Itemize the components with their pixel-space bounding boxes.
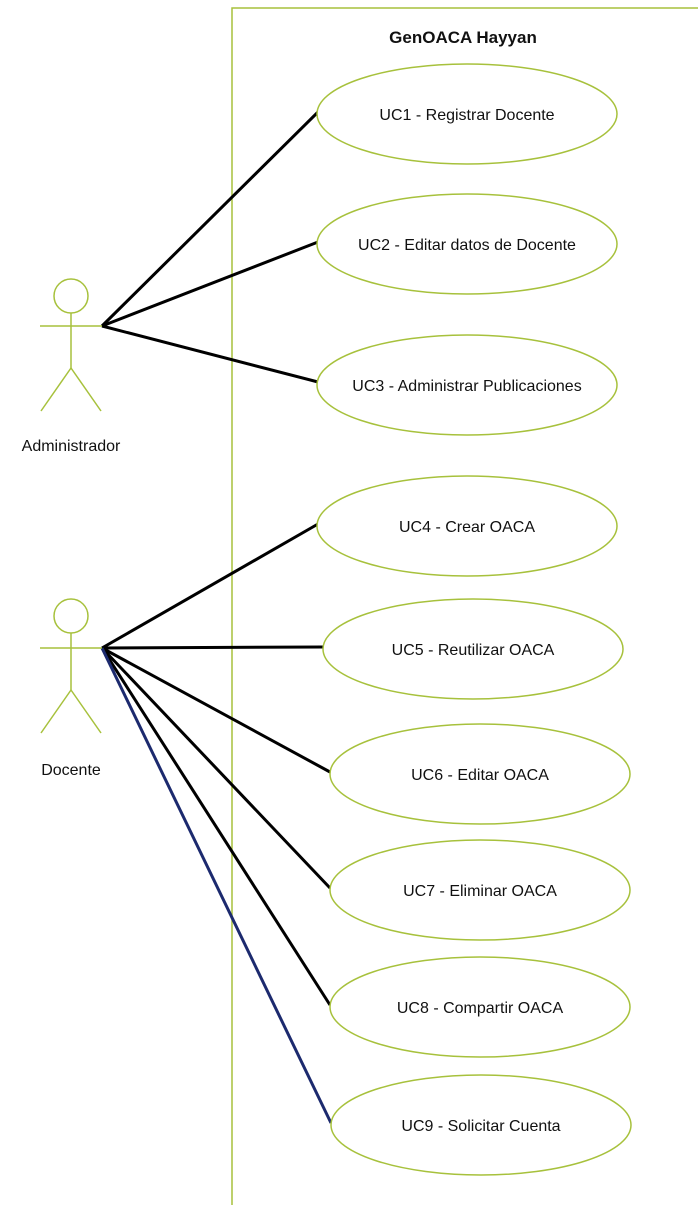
use-case-label: UC5 - Reutilizar OACA	[392, 642, 555, 659]
actor-left-leg	[40, 689, 72, 734]
actor-right-leg	[70, 689, 102, 734]
system-boundary	[231, 7, 698, 1205]
use-case-uc7[interactable]: UC7 - Eliminar OACA	[329, 839, 631, 941]
use-case-uc2[interactable]: UC2 - Editar datos de Docente	[316, 193, 618, 295]
association-docente-uc6	[101, 646, 331, 774]
use-case-uc6[interactable]: UC6 - Editar OACA	[329, 723, 631, 825]
use-case-label: UC6 - Editar OACA	[411, 767, 549, 784]
use-case-label: UC8 - Compartir OACA	[397, 1000, 564, 1017]
use-case-uc5[interactable]: UC5 - Reutilizar OACA	[322, 598, 624, 700]
actor-docente[interactable]: Docente	[40, 598, 102, 779]
use-case-label: UC9 - Solicitar Cuenta	[401, 1118, 560, 1135]
use-case-label: UC4 - Crear OACA	[399, 519, 535, 536]
use-case-label: UC3 - Administrar Publicaciones	[352, 378, 581, 395]
system-title: GenOACA Hayyan	[389, 28, 537, 47]
use-case-label: UC7 - Eliminar OACA	[403, 883, 557, 900]
use-case-label: UC1 - Registrar Docente	[379, 107, 554, 124]
association-docente-uc8	[100, 647, 332, 1006]
actor-label: Administrador	[22, 438, 121, 455]
use-case-label: UC2 - Editar datos de Docente	[358, 237, 576, 254]
use-case-uc3[interactable]: UC3 - Administrar Publicaciones	[316, 334, 618, 436]
actor-head	[53, 278, 89, 314]
actor-right-leg	[70, 367, 102, 412]
use-case-uc8[interactable]: UC8 - Compartir OACA	[329, 956, 631, 1058]
association-admin-uc1	[100, 110, 320, 328]
use-case-uc4[interactable]: UC4 - Crear OACA	[316, 475, 618, 577]
use-case-uc9[interactable]: UC9 - Solicitar Cuenta	[330, 1074, 632, 1176]
association-docente-uc5	[101, 645, 324, 650]
association-docente-uc9	[100, 647, 333, 1124]
actor-label: Docente	[41, 762, 101, 779]
use-case-uc1[interactable]: UC1 - Registrar Docente	[316, 63, 618, 165]
actor-administrador[interactable]: Administrador	[22, 278, 121, 455]
actor-left-leg	[40, 367, 72, 412]
association-admin-uc2	[101, 240, 319, 328]
association-docente-uc7	[100, 646, 332, 890]
association-docente-uc4	[101, 522, 319, 650]
actor-head	[53, 598, 89, 634]
association-admin-uc3	[101, 324, 319, 384]
